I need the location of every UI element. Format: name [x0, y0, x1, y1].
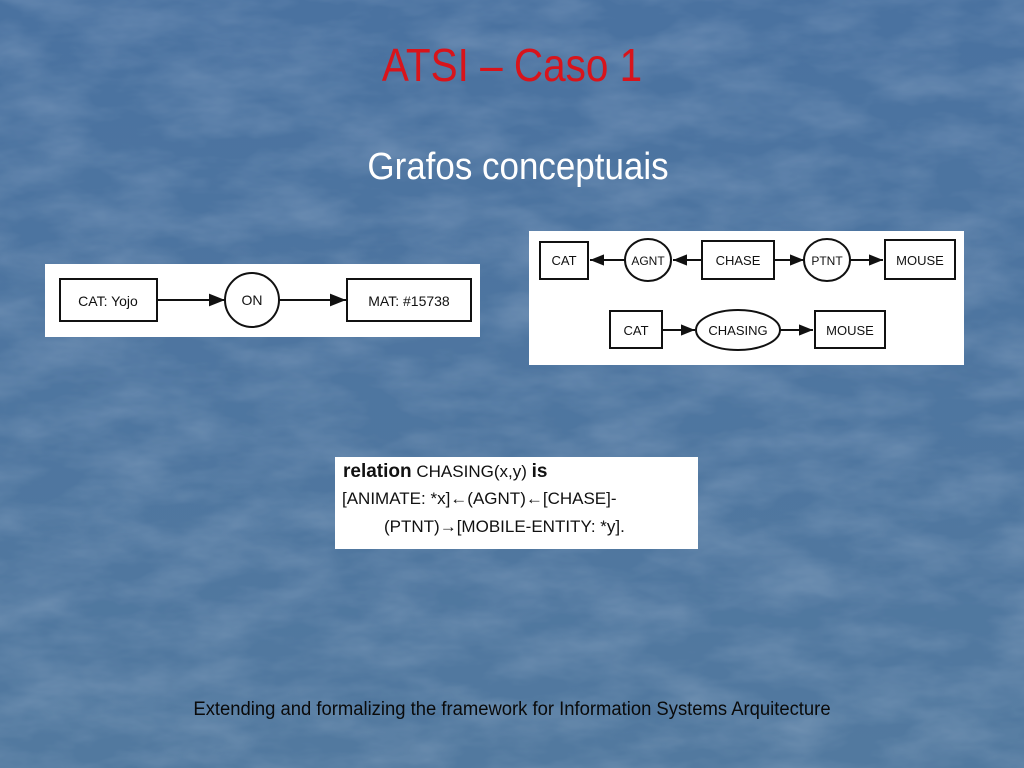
relation-definition-line-1: relation CHASING(x,y) is [343, 461, 547, 483]
concept-label-mouse-2: MOUSE [826, 323, 874, 338]
concept-box-mat [346, 278, 472, 322]
relation-label-on: ON [242, 292, 263, 308]
concept-box-cat [539, 241, 589, 280]
conceptual-graph-cat-on-mat: CAT: Yojo ON MAT: #15738 [45, 264, 480, 337]
concept-box-chase [701, 240, 775, 280]
relation-label-ptnt: PTNT [811, 254, 843, 268]
slide-subtitle: Grafos conceptuais [367, 146, 669, 188]
concept-label-chase: CHASE [716, 253, 761, 268]
concept-box-mouse [884, 239, 956, 280]
concept-label-cat-2: CAT [623, 323, 648, 338]
keyword-relation: relation [343, 461, 412, 482]
relation-label-chasing: CHASING [708, 323, 767, 338]
relation-definition-line-2: [ANIMATE: *x]←(AGNT)←[CHASE]- [342, 489, 617, 508]
conceptual-graph-cat-chase-mouse: CAT AGNT CHASE PTNT MOUSE CAT CHASING MO… [529, 231, 964, 365]
relation-definition-line-3: (PTNT)→[MOBILE-ENTITY: *y]. [384, 517, 625, 536]
relation-name: CHASING(x,y) [416, 462, 527, 481]
slide-footer: Extending and formalizing the framework … [193, 699, 831, 720]
relation-label-agnt: AGNT [631, 254, 665, 268]
relation-node-agnt [624, 238, 672, 282]
concept-label-mouse: MOUSE [896, 253, 944, 268]
concept-box-cat-yojo [59, 278, 158, 322]
relation-definition-panel: relation CHASING(x,y) is [ANIMATE: *x]←(… [335, 457, 698, 549]
concept-label-cat-yojo: CAT: Yojo [78, 293, 138, 309]
concept-box-mouse-2 [814, 310, 886, 349]
slide-title: ATSI – Caso 1 [381, 39, 643, 91]
concept-label-cat: CAT [551, 253, 576, 268]
concept-label-mat: MAT: #15738 [368, 293, 450, 309]
keyword-is: is [531, 461, 548, 482]
